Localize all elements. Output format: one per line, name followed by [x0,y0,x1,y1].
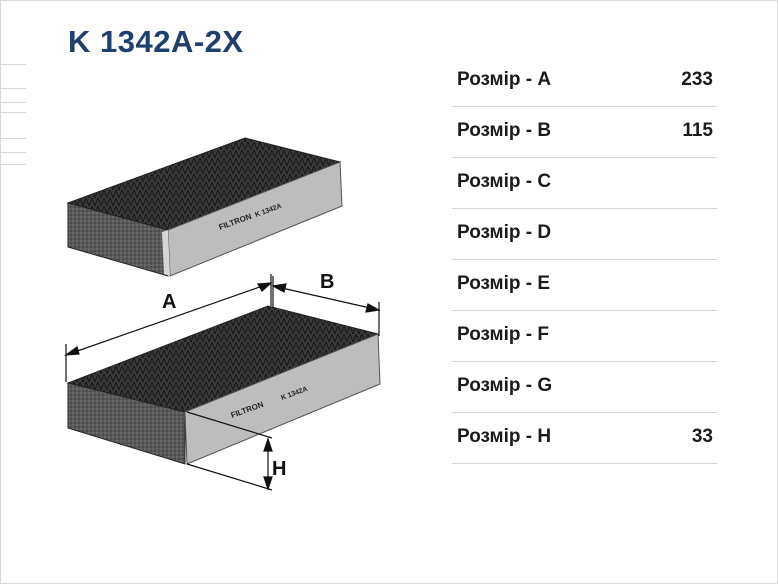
spec-label: Розмір - D [457,222,552,243]
spec-label: Розмір - C [457,171,552,192]
spec-label: Розмір - H [457,426,552,447]
spec-row-a: Розмір - A 233 [452,56,717,107]
dimension-b [271,276,381,336]
spec-row-d: Розмір - D [452,209,717,260]
spec-label: Розмір - E [457,273,551,294]
spec-value: 115 [682,120,713,141]
dimensions-table: Розмір - A 233 Розмір - B 115 Розмір - C… [452,56,717,464]
spec-value: 233 [681,69,713,90]
product-title: K 1342A-2X [68,24,244,59]
spec-row-g: Розмір - G [452,362,717,413]
spec-label: Розмір - G [457,375,553,396]
spec-label: Розмір - B [457,120,552,141]
side-decoration [0,60,26,170]
dimension-a-label: A [162,291,176,313]
dimension-h [186,411,273,491]
dimension-h-label: H [272,458,286,480]
dimension-a [63,274,273,382]
spec-row-c: Розмір - C [452,158,717,209]
spec-label: Розмір - A [457,69,552,90]
spec-row-e: Розмір - E [452,260,717,311]
spec-label: Розмір - F [457,324,549,345]
spec-row-h: Розмір - H 33 [452,413,717,464]
spec-row-b: Розмір - B 115 [452,107,717,158]
filter-drawing: FILTRON K 1342A FILTRON K 1342A A B H [63,137,381,491]
top-filter: FILTRON K 1342A [66,137,343,277]
bottom-filter: FILTRON K 1342A [66,305,381,465]
spec-value: 33 [691,426,713,447]
dimension-b-label: B [320,271,334,293]
spec-row-f: Розмір - F [452,311,717,362]
